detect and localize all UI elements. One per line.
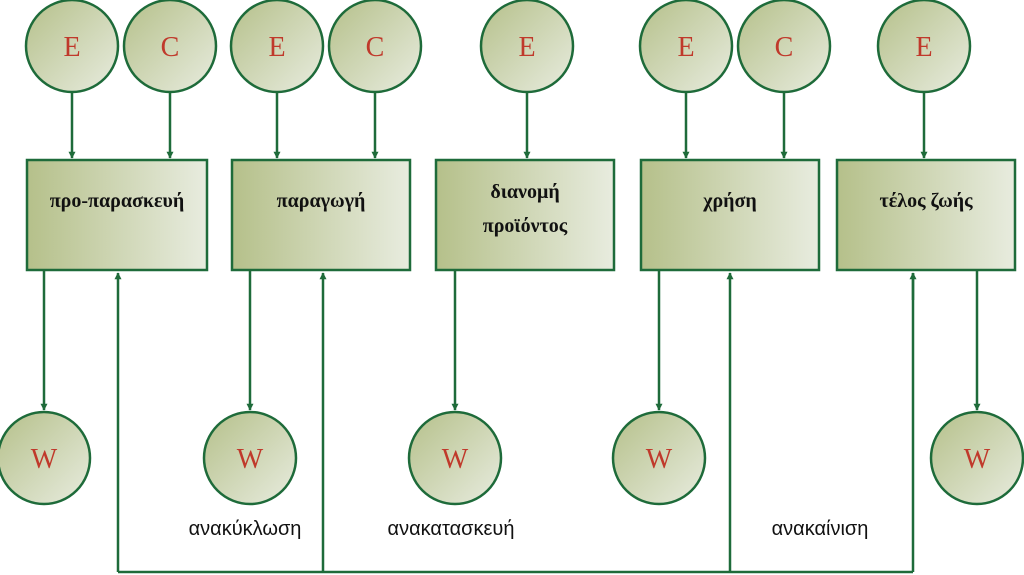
waste-node xyxy=(929,410,1024,506)
stage-box xyxy=(639,158,821,272)
waste-node-label: W xyxy=(442,444,469,475)
renovation-label: ανακαίνιση xyxy=(772,518,869,540)
chemicals-node xyxy=(736,0,832,94)
stage-label: τέλος ζωής xyxy=(879,190,973,212)
energy-node xyxy=(24,0,120,94)
chemicals-node-label: C xyxy=(161,32,180,63)
chemicals-node-label: C xyxy=(366,32,385,63)
energy-node xyxy=(479,0,575,94)
recycling-label: ανακύκλωση xyxy=(189,518,302,540)
stage-label: χρήση xyxy=(702,190,757,212)
stage-box xyxy=(434,158,616,272)
stage-production: E C παραγωγή W xyxy=(202,0,423,506)
energy-node-label: E xyxy=(268,32,285,63)
stage-label: προ-παρασκευή xyxy=(50,190,185,212)
waste-node xyxy=(202,410,298,506)
stage-box xyxy=(25,158,209,272)
waste-node xyxy=(407,410,503,506)
energy-node-label: E xyxy=(677,32,694,63)
chemicals-node xyxy=(122,0,218,94)
energy-node-label: E xyxy=(518,32,535,63)
stage-box xyxy=(230,158,412,272)
remanufacturing-label: ανακατασκευή xyxy=(388,518,515,540)
waste-node-label: W xyxy=(964,444,991,475)
energy-node xyxy=(638,0,734,94)
stage-use: E C χρήση W xyxy=(611,0,832,506)
waste-node xyxy=(0,410,92,506)
energy-node xyxy=(876,0,972,94)
energy-node xyxy=(229,0,325,94)
stage-end-of-life: E τέλος ζωής W xyxy=(835,0,1024,506)
energy-node-label: E xyxy=(915,32,932,63)
waste-node-label: W xyxy=(237,444,264,475)
waste-node-label: W xyxy=(31,444,58,475)
waste-node xyxy=(611,410,707,506)
waste-node-label: W xyxy=(646,444,673,475)
energy-node-label: E xyxy=(63,32,80,63)
stage-label: διανομή xyxy=(490,181,559,203)
stage-label: παραγωγή xyxy=(277,190,366,212)
stage-distribution: E διανομή προϊόντος W xyxy=(407,0,616,506)
stage-preparation: E C προ-παρασκευή W xyxy=(0,0,218,506)
feedback-loops: ανακύκλωση ανακατασκευή ανακαίνιση xyxy=(114,272,917,574)
stage-label-line-2: προϊόντος xyxy=(483,215,568,237)
stage-box xyxy=(835,158,1017,272)
chemicals-node xyxy=(327,0,423,94)
chemicals-node-label: C xyxy=(775,32,794,63)
